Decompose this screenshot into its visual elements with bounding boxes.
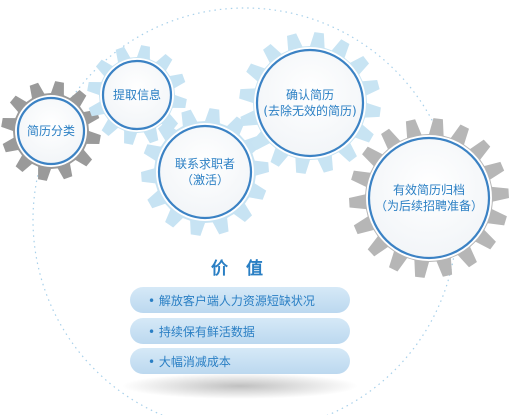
value-section: 价 值 • 解放客户端人力资源短缺状况 • 持续保有鲜活数据 • 大幅消减成本 — [122, 258, 358, 399]
gear-label: 提取信息 — [113, 87, 161, 102]
gear-label: 联系求职者 — [175, 157, 235, 171]
gear-label: （激活） — [181, 173, 229, 187]
value-pill — [130, 318, 350, 344]
gear-core-circle — [255, 48, 365, 158]
value-item: • 解放客户端人力资源短缺状况 — [130, 287, 350, 313]
value-item-text: • 大幅消减成本 — [148, 354, 231, 369]
gear-node-archive: 有效简历归档 （为后续招聘准备） — [349, 118, 509, 278]
gear-core-circle — [101, 59, 173, 131]
gear-label: （为后续招聘准备） — [375, 199, 483, 213]
gear-core-circle — [157, 124, 253, 220]
value-title: 价 值 — [211, 258, 269, 279]
gear-core-circle — [16, 96, 86, 166]
value-item-text: • 解放客户端人力资源短缺状况 — [148, 293, 315, 308]
value-item: • 大幅消减成本 — [130, 348, 350, 374]
value-pill — [130, 348, 350, 374]
gear-label: 简历分类 — [27, 124, 75, 138]
gear-label: 确认简历 — [286, 88, 334, 102]
gear-node-classify: 简历分类 — [1, 81, 101, 181]
gear-label: 有效简历归档 — [393, 182, 465, 197]
value-item-text: • 持续保有鲜活数据 — [148, 324, 255, 339]
gear-node-contact: 联系求职者 （激活） — [141, 108, 269, 236]
value-item: • 持续保有鲜活数据 — [130, 318, 350, 344]
gear-node-confirm: 确认简历(去除无效的简历) — [239, 32, 381, 174]
gear-label: (去除无效的简历) — [263, 103, 356, 118]
gear-core-circle — [367, 136, 491, 260]
value-pill — [130, 287, 350, 313]
pill-shadow — [122, 373, 358, 399]
gear-node-extract: 提取信息 — [87, 45, 187, 145]
